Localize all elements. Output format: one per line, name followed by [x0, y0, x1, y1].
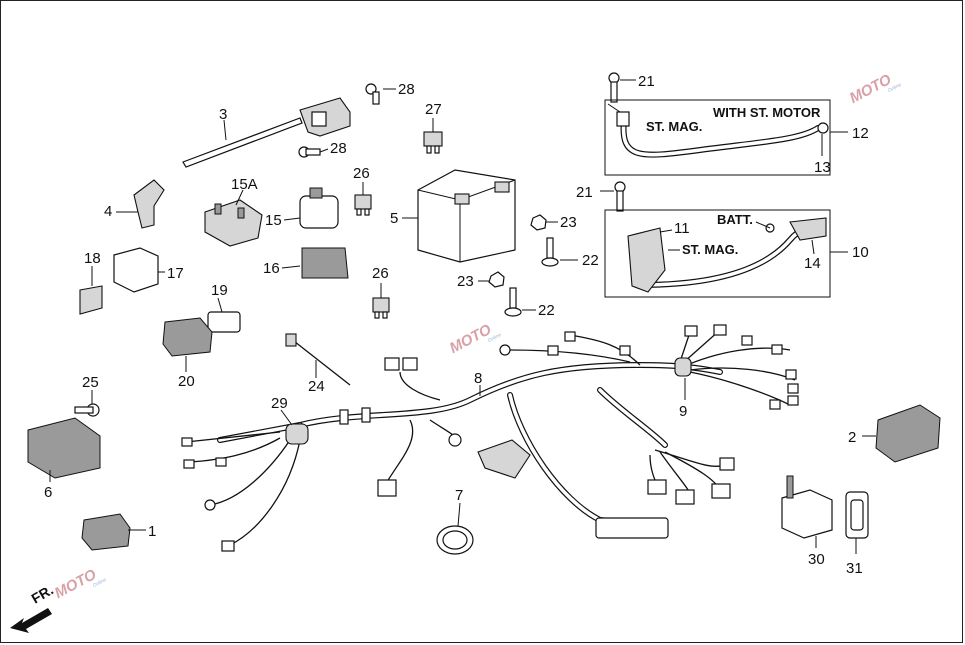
box-starter-cable — [604, 99, 831, 176]
callout-5: 5 — [390, 210, 398, 227]
callout-6: 6 — [44, 484, 52, 501]
part-regulator — [27, 417, 101, 482]
arrow-icon — [10, 608, 52, 633]
callout-18: 18 — [84, 250, 101, 267]
callout-2: 2 — [848, 429, 856, 446]
callout-7: 7 — [455, 487, 463, 504]
callout-23-top: 23 — [560, 214, 577, 231]
callout-8: 8 — [474, 370, 482, 387]
callout-26-top: 26 — [353, 165, 370, 182]
callout-24: 24 — [308, 378, 325, 395]
part-nut-23-top — [530, 214, 558, 231]
part-bolt-22-top — [541, 237, 578, 267]
callout-3: 3 — [219, 106, 227, 123]
callout-30: 30 — [808, 551, 825, 568]
part-battery-cable — [627, 217, 848, 293]
part-fuse-26-top — [354, 182, 372, 216]
part-bolt-25 — [74, 390, 100, 417]
label-batt: BATT. — [717, 212, 753, 227]
callout-31: 31 — [846, 560, 863, 577]
part-bolt-28-top — [365, 83, 396, 105]
callout-20: 20 — [178, 373, 195, 390]
callout-11: 11 — [674, 220, 690, 237]
callout-27: 27 — [425, 101, 442, 118]
callout-4: 4 — [104, 203, 112, 220]
part-cable-tie — [285, 333, 351, 386]
callout-10: 10 — [852, 244, 869, 261]
label-st-mag-top: ST. MAG. — [646, 119, 702, 134]
part-relay-15a — [204, 189, 263, 247]
box-battery-cable — [604, 209, 831, 298]
part-sensor-30 — [781, 475, 833, 548]
part-boot-31 — [845, 491, 869, 554]
callout-16: 16 — [263, 260, 280, 277]
part-rubber-boot — [281, 247, 349, 279]
callout-9: 9 — [679, 403, 687, 420]
label-with-st-motor: WITH ST. MOTOR — [713, 105, 821, 120]
callout-14: 14 — [804, 255, 821, 272]
part-ecu — [862, 404, 941, 463]
part-starter-relay — [283, 187, 339, 229]
callout-22-bottom: 22 — [538, 302, 555, 319]
callout-17: 17 — [167, 265, 184, 282]
callout-23-bottom: 23 — [457, 273, 474, 290]
callout-21-top: 21 — [638, 73, 655, 90]
part-spark-plug-cap — [116, 179, 165, 229]
part-starter-cable — [607, 103, 848, 158]
callout-28-top: 28 — [398, 81, 415, 98]
callout-19: 19 — [211, 282, 228, 299]
callout-15: 15 — [265, 212, 282, 229]
callout-15A: 15A — [231, 176, 258, 193]
part-bolt-28-mid — [298, 146, 329, 158]
callout-12: 12 — [852, 125, 869, 142]
callout-26-bottom: 26 — [372, 265, 389, 282]
part-hose-clamp — [436, 502, 474, 555]
callout-22-top: 22 — [582, 252, 599, 269]
label-st-mag-bottom: ST. MAG. — [682, 242, 738, 257]
part-battery — [402, 169, 516, 263]
callout-1: 1 — [148, 523, 156, 540]
part-bolt-21-mid — [600, 181, 626, 212]
part-bolt-21-top — [608, 72, 636, 103]
part-ignition-coil — [182, 97, 351, 168]
callout-28-mid: 28 — [330, 140, 347, 157]
part-connector-1 — [81, 513, 146, 551]
callout-13: 13 — [814, 159, 831, 176]
part-fuse-26-bottom — [372, 283, 390, 319]
callout-29: 29 — [271, 395, 288, 412]
part-rubber-cover-20 — [162, 317, 213, 372]
part-wiring-harness — [181, 324, 799, 552]
part-bolt-22-bottom — [504, 287, 536, 317]
part-flasher-relay — [113, 247, 165, 293]
part-fuse-27 — [423, 118, 443, 154]
part-clip-18 — [79, 266, 103, 315]
part-relay-19 — [207, 297, 241, 333]
callout-25: 25 — [82, 374, 99, 391]
part-nut-23-bottom — [478, 271, 505, 288]
callout-21-mid: 21 — [576, 184, 593, 201]
